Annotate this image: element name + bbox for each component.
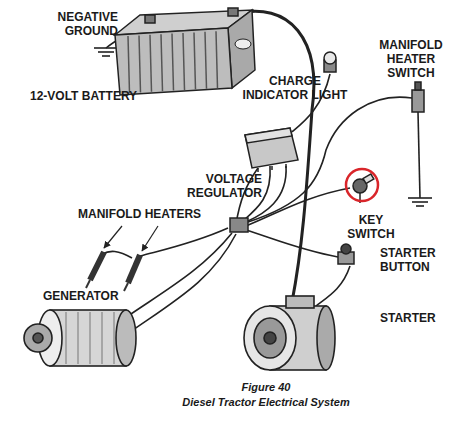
leader-line (104, 226, 158, 251)
part-label: VOLTAGE REGULATOR (182, 172, 262, 200)
battery (115, 8, 255, 95)
starter-motor (244, 296, 335, 370)
part-label: STARTER BUTTON (380, 246, 442, 274)
figure-caption: Diesel Tractor Electrical System (182, 395, 349, 409)
part-label: 12-VOLT BATTERY (30, 89, 137, 103)
generator (24, 310, 136, 366)
part-label: GENERATOR (43, 289, 119, 303)
highlight-circle (346, 169, 378, 201)
manifold-heater (86, 252, 140, 291)
starter-button (338, 244, 354, 264)
part-label: MANIFOLD HEATERS (78, 207, 201, 221)
junction-block (230, 218, 248, 232)
wiring (102, 11, 420, 332)
part-label: MANIFOLD HEATER SWITCH (370, 38, 452, 80)
charge-indicator-light (324, 52, 336, 72)
part-label: KEY SWITCH (344, 213, 398, 241)
voltage-regulator (245, 128, 298, 172)
manifold-heater-switch (412, 82, 424, 112)
part-label: STARTER (380, 311, 436, 325)
part-label: NEGATIVE GROUND (50, 10, 118, 38)
figure-number: Figure 40 (242, 380, 291, 394)
part-label: CHARGE INDICATOR LIGHT (238, 74, 352, 102)
